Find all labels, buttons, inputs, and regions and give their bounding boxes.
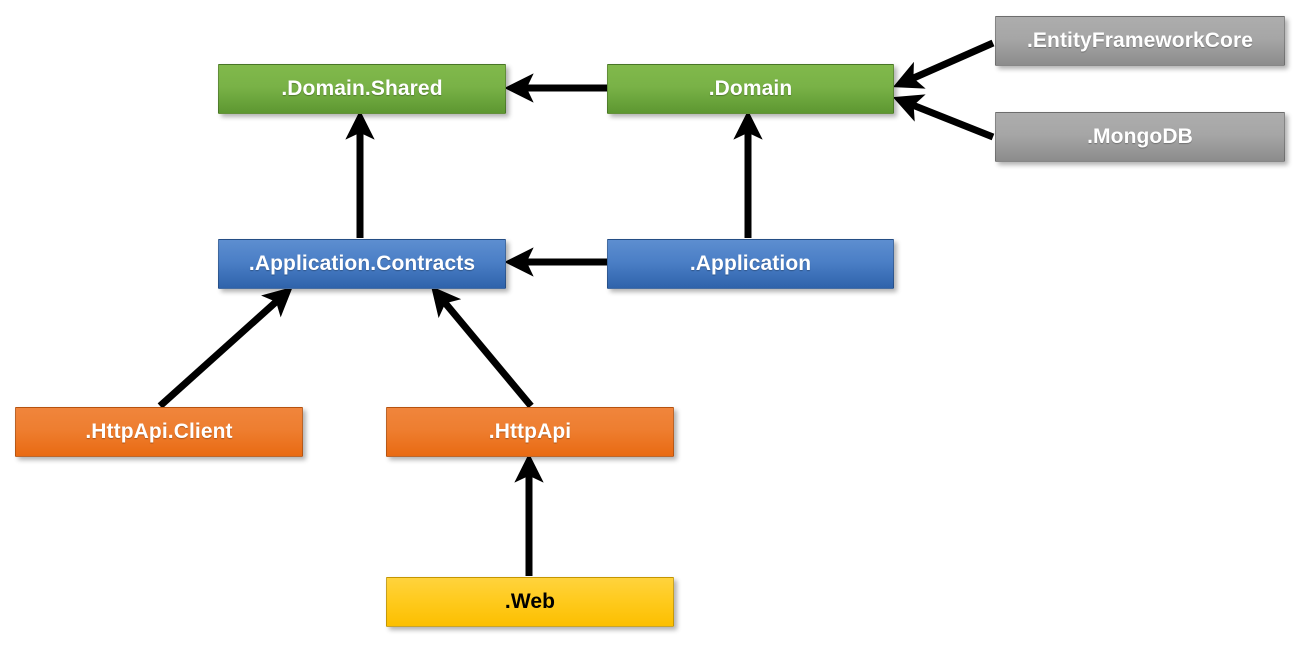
node-httpapi[interactable]: .HttpApi	[386, 407, 674, 457]
node-mongodb[interactable]: .MongoDB	[995, 112, 1285, 162]
node-entityframeworkcore[interactable]: .EntityFrameworkCore	[995, 16, 1285, 66]
edge-group	[157, 39, 995, 576]
edge-httpapi-client-to-application-contracts	[157, 286, 293, 409]
node-domain-shared[interactable]: .Domain.Shared	[218, 64, 506, 114]
edge-httpapi-to-application-contracts	[431, 286, 534, 409]
node-httpapi-client[interactable]: .HttpApi.Client	[15, 407, 303, 457]
node-domain[interactable]: .Domain	[607, 64, 894, 114]
edge-mongodb-to-domain	[892, 94, 995, 141]
edge-efcore-to-domain	[892, 39, 995, 89]
node-application-contracts[interactable]: .Application.Contracts	[218, 239, 506, 289]
node-web[interactable]: .Web	[386, 577, 674, 627]
node-application[interactable]: .Application	[607, 239, 894, 289]
